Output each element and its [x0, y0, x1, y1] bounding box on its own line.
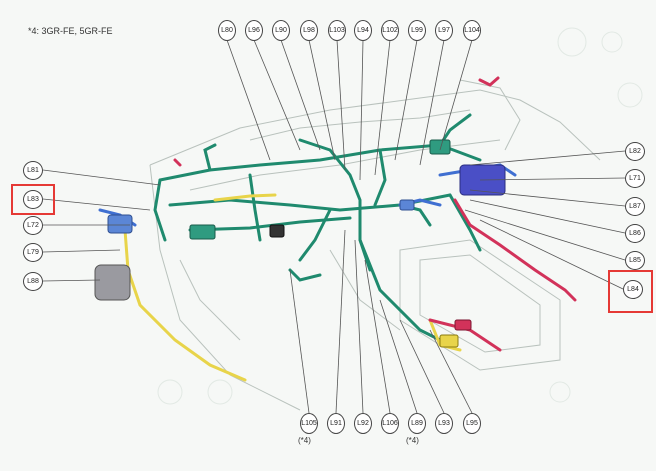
callout-l81: L81: [23, 161, 43, 180]
callout-l98: L98: [300, 20, 318, 41]
footnote-l105: (*4): [298, 436, 311, 445]
callout-l97: L97: [435, 20, 453, 41]
callout-l90: L90: [272, 20, 290, 41]
callout-l82: L82: [625, 142, 645, 161]
callout-l105: L105: [300, 413, 318, 434]
blue-harness: [98, 163, 517, 227]
callout-l103: L103: [328, 20, 346, 41]
watermark-shapes: [157, 27, 643, 405]
leader-lines: [42, 39, 626, 414]
callout-l102: L102: [381, 20, 399, 41]
callout-l71: L71: [625, 169, 645, 188]
vehicle-outline: [149, 79, 601, 411]
callout-l85: L85: [625, 251, 645, 270]
callout-l80: L80: [218, 20, 236, 41]
callout-l87: L87: [625, 197, 645, 216]
callout-l94: L94: [354, 20, 372, 41]
callout-l106: L106: [381, 413, 399, 434]
callout-l83: L83: [23, 190, 43, 209]
highlight-box-l83: [11, 184, 55, 215]
callout-l93: L93: [435, 413, 453, 434]
callout-l79: L79: [23, 243, 43, 262]
callout-l84: L84: [623, 280, 643, 299]
callout-l95: L95: [463, 413, 481, 434]
footnote-l89: (*4): [406, 436, 419, 445]
callout-l72: L72: [23, 216, 43, 235]
callout-l92: L92: [354, 413, 372, 434]
callout-l86: L86: [625, 224, 645, 243]
callout-l104: L104: [463, 20, 481, 41]
red-harness: [173, 76, 577, 352]
highlight-box-l84: [608, 270, 653, 313]
callout-l89: L89: [408, 413, 426, 434]
engine-footnote: *4: 3GR-FE, 5GR-FE: [28, 26, 113, 36]
callout-l96: L96: [245, 20, 263, 41]
callout-l99: L99: [408, 20, 426, 41]
callout-l88: L88: [23, 272, 43, 291]
callout-l91: L91: [327, 413, 345, 434]
